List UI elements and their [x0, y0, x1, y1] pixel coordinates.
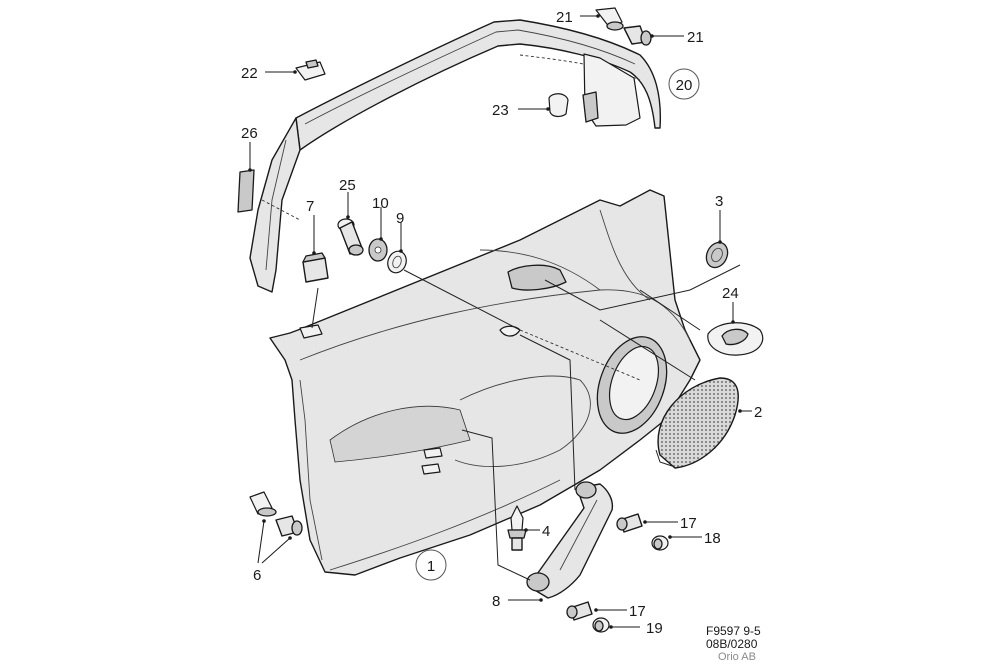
callout-labels: 1 2 3 4 6 7 8 9 10 17 17 18 19 20 21 21 … [241, 9, 762, 637]
reference-line-1: F9597 9-5 [706, 624, 761, 638]
callout-9: 9 [396, 210, 404, 227]
callout-17-upper: 17 [680, 515, 697, 532]
ring-9 [387, 250, 407, 274]
drawing-reference: F9597 9-5 08B/0280 Orio AB [706, 624, 761, 663]
clip-6-lower [275, 515, 303, 537]
reference-line-3: Orio AB [718, 651, 756, 663]
clip-7 [299, 252, 329, 339]
callout-21-lower: 21 [687, 29, 704, 46]
seal-strip-26 [237, 169, 255, 213]
callout-21-upper: 21 [556, 9, 573, 26]
handle-bezel-24 [707, 322, 764, 356]
callout-19: 19 [646, 620, 663, 637]
window-frame-trim [249, 19, 662, 293]
screw-17-upper [616, 513, 643, 533]
clip-21-upper [595, 7, 624, 31]
callout-20: 20 [676, 77, 693, 94]
callout-7: 7 [306, 198, 314, 215]
clip-22 [295, 59, 326, 81]
callout-24: 24 [722, 285, 739, 302]
cap-18 [651, 535, 669, 551]
callout-3: 3 [715, 193, 723, 210]
callout-22: 22 [241, 65, 258, 82]
callout-2: 2 [754, 404, 762, 421]
callout-23: 23 [492, 102, 509, 119]
callout-18: 18 [704, 530, 721, 547]
callout-10: 10 [372, 195, 389, 212]
cap-19 [592, 617, 610, 633]
handle-screw-25 [337, 218, 364, 256]
assembly-guide-lines [311, 264, 741, 581]
screw-17-lower [566, 601, 593, 621]
callout-20-circle [668, 68, 700, 100]
callout-1: 1 [427, 558, 435, 575]
callout-25: 25 [339, 177, 356, 194]
plug-23 [548, 93, 569, 118]
callout-26: 26 [241, 125, 258, 142]
callout-6: 6 [253, 567, 261, 584]
callout-1-circle [415, 549, 447, 581]
fastener-4 [507, 505, 527, 551]
clip-6-upper [249, 491, 277, 517]
washer-10 [368, 238, 388, 262]
cover-cap-3 [705, 241, 729, 269]
clip-21-lower [623, 25, 652, 46]
leader-lines [248, 14, 752, 629]
speaker-grille [655, 377, 739, 469]
callout-8: 8 [492, 593, 500, 610]
callout-4: 4 [542, 523, 550, 540]
reference-line-2: 08B/0280 [706, 637, 758, 651]
bracket-8 [526, 481, 614, 599]
callout-17-lower: 17 [629, 603, 646, 620]
